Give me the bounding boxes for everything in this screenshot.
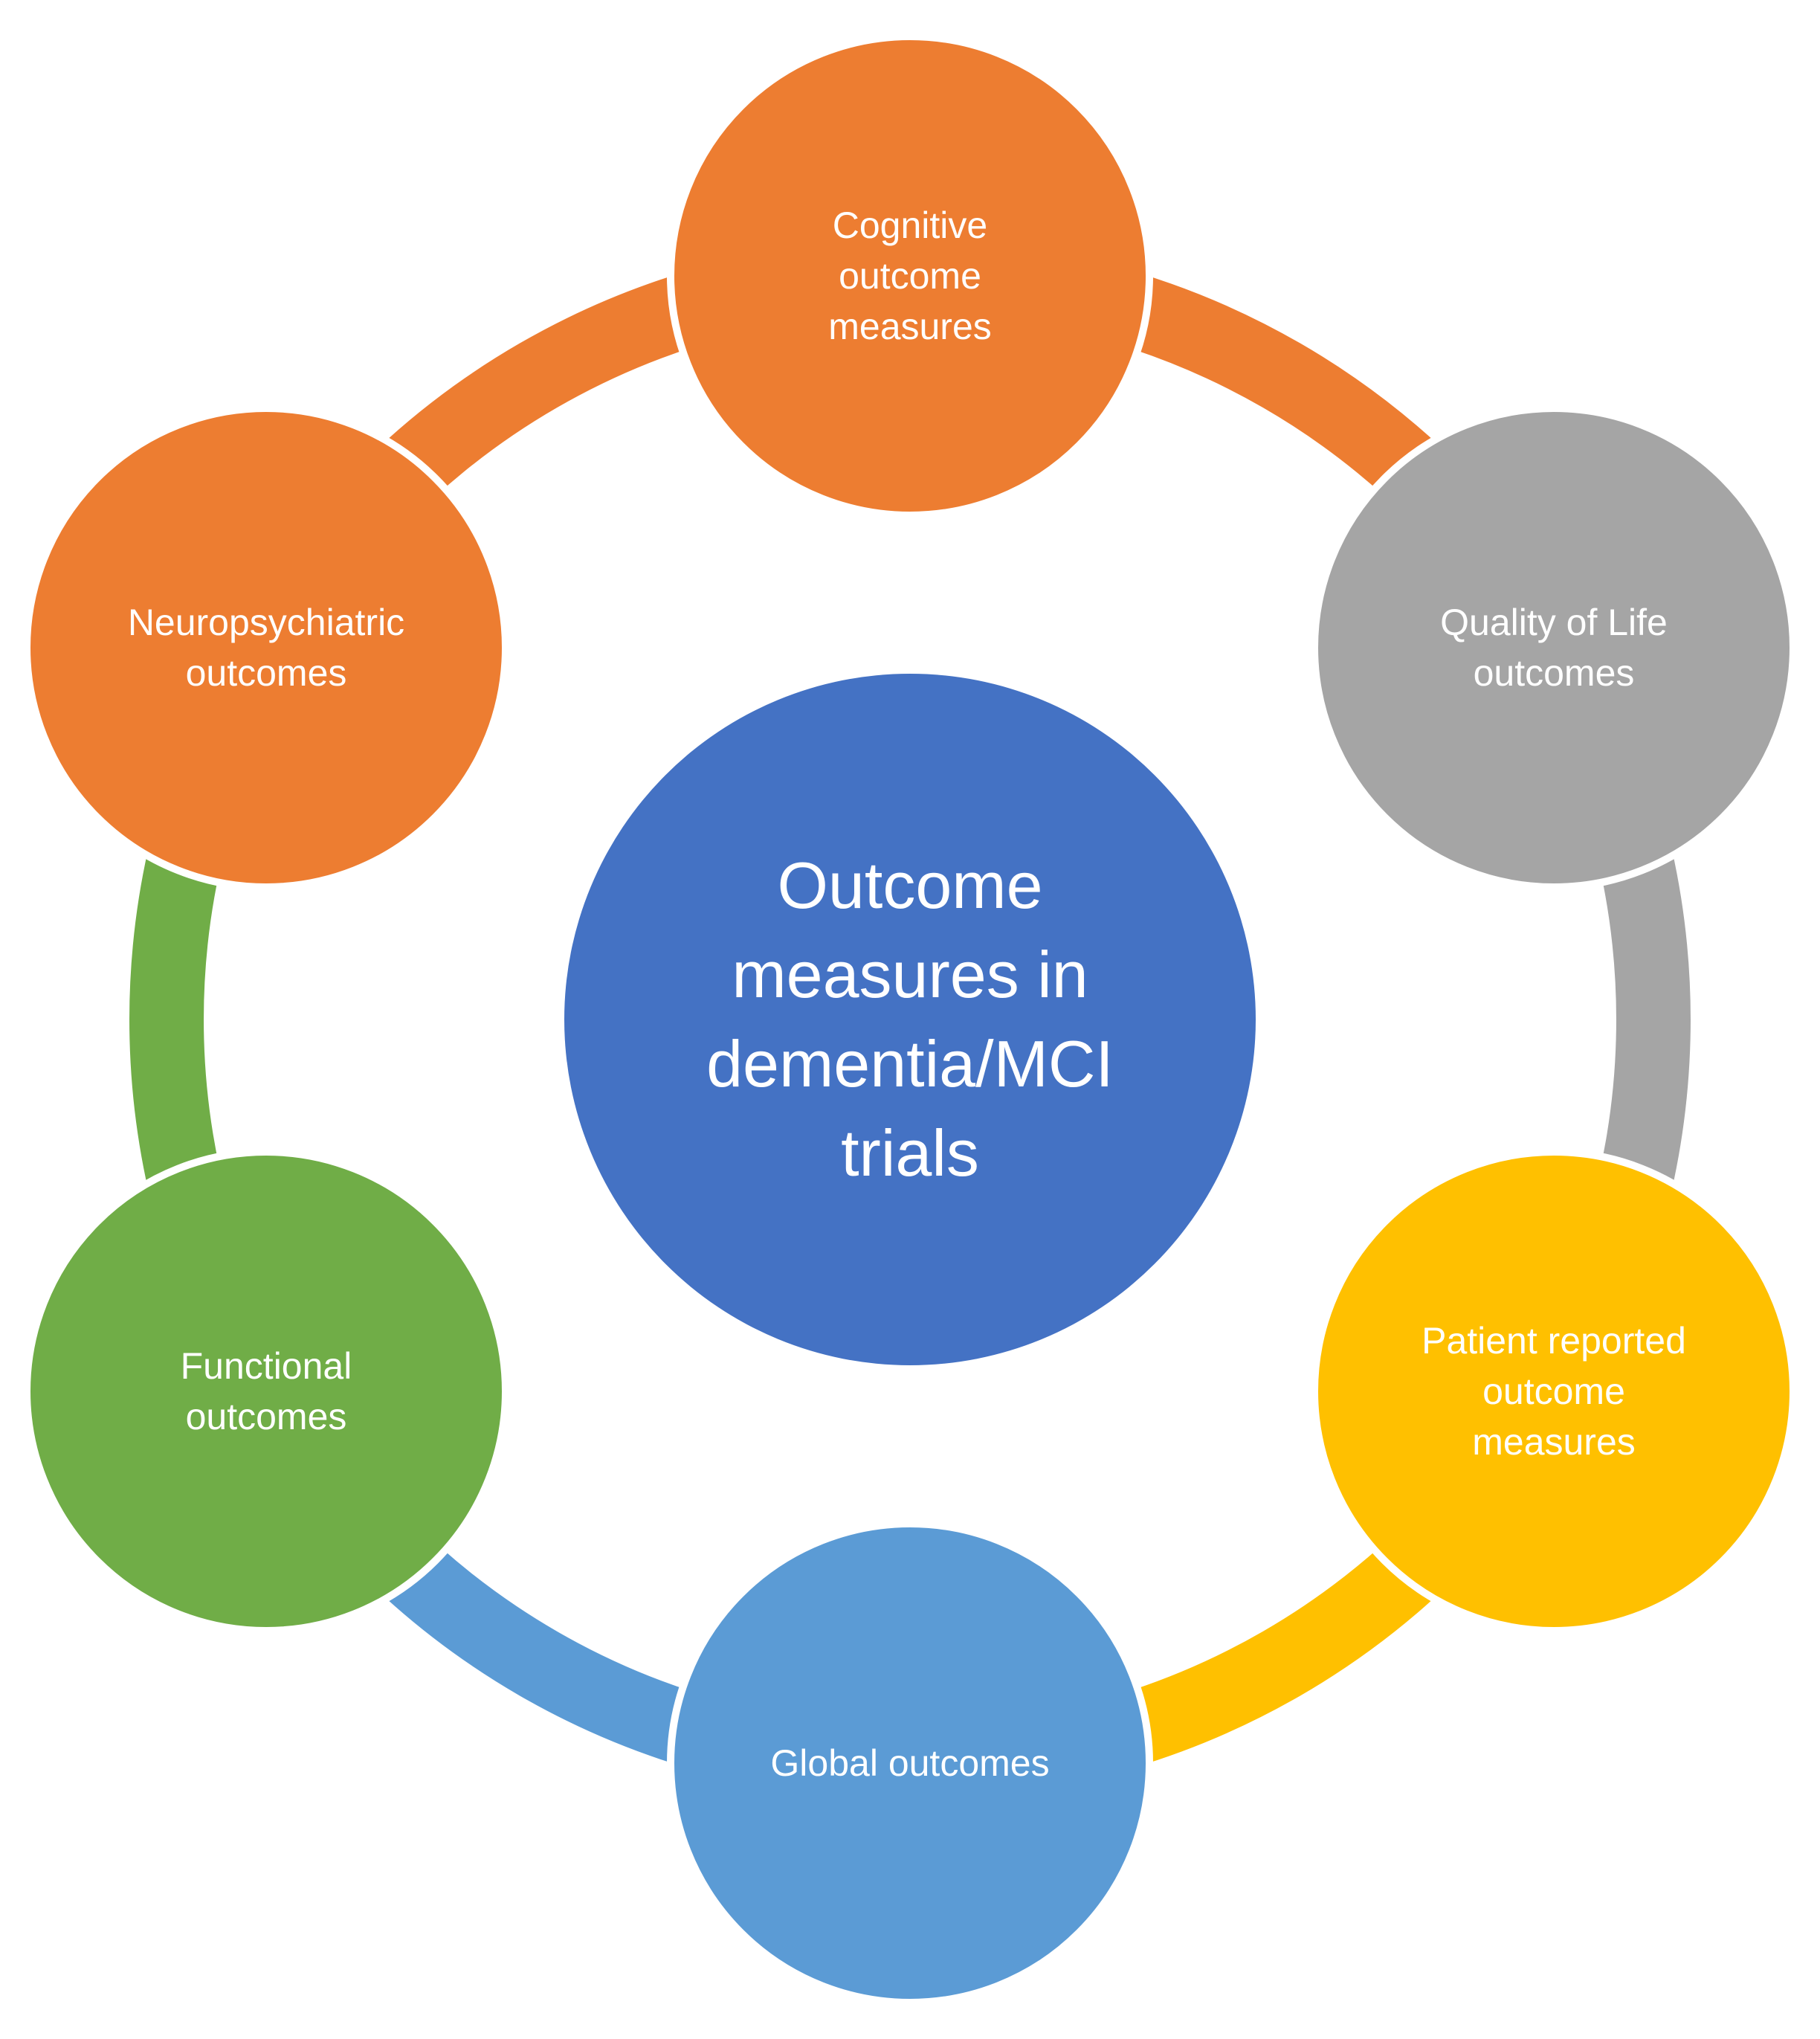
node-functional: Functional outcomes xyxy=(23,1148,509,1634)
node-label-line: Neuropsychiatric xyxy=(128,602,404,643)
node-circle-functional xyxy=(23,1148,509,1634)
node-label-cognitive: Cognitive outcome measures xyxy=(828,204,992,347)
node-label-line: outcomes xyxy=(186,652,347,694)
node-label-line: measures xyxy=(828,306,992,347)
node-neuropsychiatric: Neuropsychiatric outcomes xyxy=(23,405,509,891)
center-label-line: Outcome xyxy=(777,848,1042,922)
node-label-line: Patient reported xyxy=(1422,1320,1686,1362)
node-quality-of-life: Quality of Life outcomes xyxy=(1311,405,1797,891)
node-circle-cognitive xyxy=(667,33,1153,519)
node-label-functional: Functional outcomes xyxy=(181,1345,352,1437)
node-label-line: Cognitive xyxy=(833,204,987,246)
node-label-line: outcome xyxy=(839,255,981,297)
node-label-patient-reported: Patient reported outcome measures xyxy=(1422,1320,1686,1463)
node-label-line: measures xyxy=(1472,1421,1636,1463)
node-label-line: Quality of Life xyxy=(1440,602,1668,643)
node-label-line: outcomes xyxy=(186,1396,347,1437)
node-cognitive: Cognitive outcome measures xyxy=(667,33,1153,519)
node-label-quality-of-life: Quality of Life outcomes xyxy=(1440,602,1668,694)
node-circle-patient-reported xyxy=(1311,1148,1797,1634)
center-label-line: measures in xyxy=(732,938,1088,1011)
center-hub: Outcome measures in dementia/MCI trials xyxy=(564,674,1256,1365)
node-label-line: outcomes xyxy=(1474,652,1635,694)
node-label-line: Global outcomes xyxy=(770,1742,1049,1784)
node-label-line: outcome xyxy=(1482,1370,1625,1412)
node-label-line: Functional xyxy=(181,1345,352,1387)
node-circle-neuropsychiatric xyxy=(23,405,509,891)
node-circle-global xyxy=(667,1520,1153,2006)
center-label-line: dementia/MCI xyxy=(706,1027,1114,1101)
node-circle-quality-of-life xyxy=(1311,405,1797,891)
center-label: Outcome measures in dementia/MCI trials xyxy=(706,848,1114,1190)
center-label-line: trials xyxy=(841,1116,979,1190)
node-label-neuropsychiatric: Neuropsychiatric outcomes xyxy=(128,602,404,694)
node-global: Global outcomes xyxy=(667,1520,1153,2006)
node-patient-reported: Patient reported outcome measures xyxy=(1311,1148,1797,1634)
center-circle xyxy=(564,674,1256,1365)
node-label-global: Global outcomes xyxy=(770,1742,1049,1784)
